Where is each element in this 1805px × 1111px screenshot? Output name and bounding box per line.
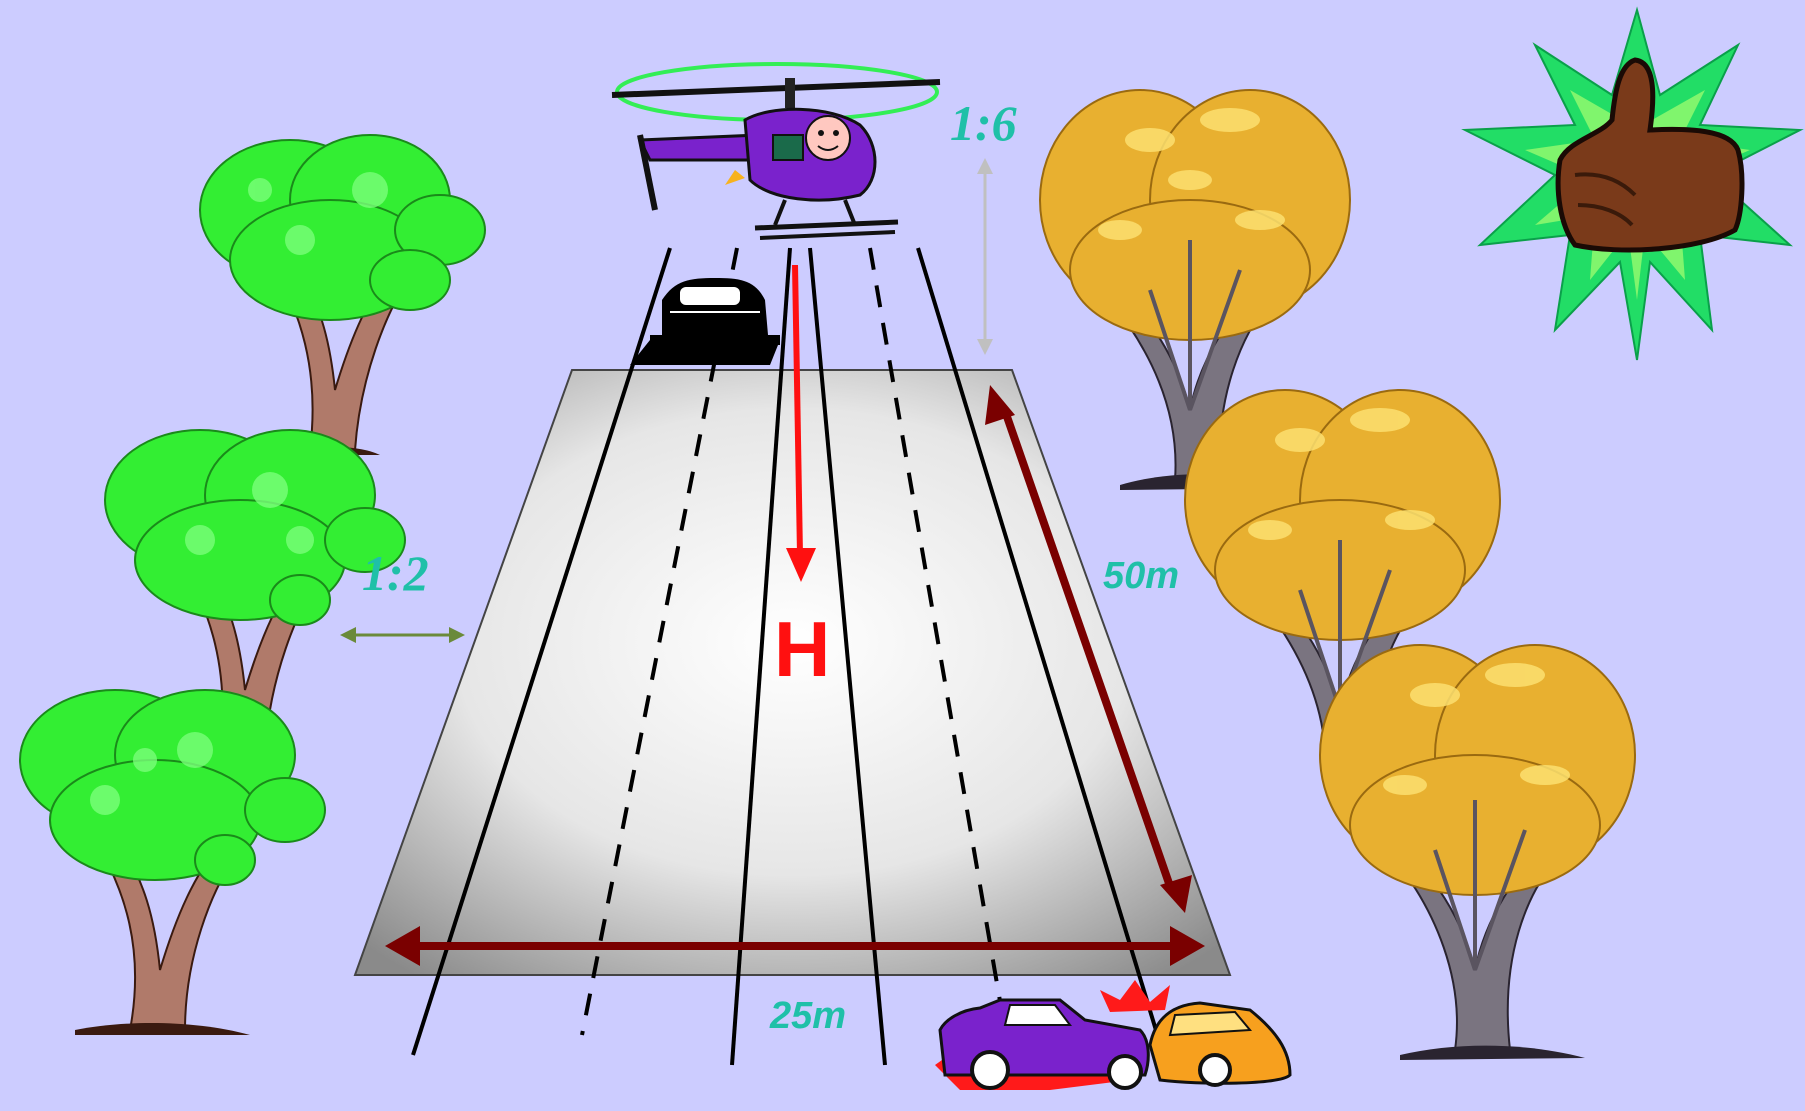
- car-icon: [630, 278, 780, 365]
- green-tree-icon: [20, 690, 325, 1035]
- crashed-cars-icon: [935, 980, 1290, 1090]
- green-tree-icon: [200, 135, 485, 455]
- helicopter-icon: [612, 64, 940, 238]
- ratio-top-label: 1:6: [950, 95, 1017, 151]
- thumbs-up-icon: [1465, 10, 1800, 360]
- autumn-tree-icon: [1320, 645, 1635, 1060]
- side-gap-arrow: [340, 627, 465, 643]
- length-label: 50m: [1103, 555, 1179, 597]
- landing-marker-label: H: [774, 605, 830, 693]
- height-gap-arrow: [977, 158, 993, 355]
- ratio-side-label: 1:2: [362, 545, 429, 601]
- width-label: 25m: [769, 995, 846, 1037]
